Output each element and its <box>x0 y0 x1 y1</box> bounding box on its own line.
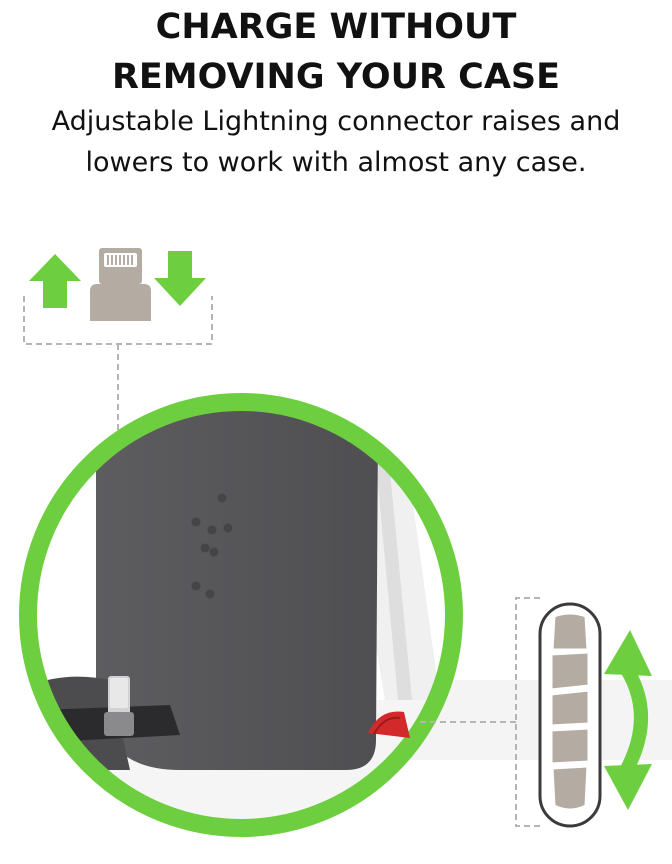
double-curved-arrow-icon <box>604 630 652 810</box>
headline-line-2: REMOVING YOUR CASE <box>111 57 561 97</box>
down-arrow-icon <box>154 251 206 306</box>
wheel-bracket <box>515 597 540 827</box>
connector-diagram <box>23 248 213 672</box>
subtext-line-2: lowers to work with almost any case. <box>85 147 587 178</box>
subtext: Adjustable Lightning connector raises an… <box>0 101 672 183</box>
green-highlight-ring <box>19 393 463 837</box>
wheel-diagram <box>515 597 652 828</box>
headline: CHARGE WITHOUT REMOVING YOUR CASE <box>0 2 672 102</box>
headline-line-1: CHARGE WITHOUT <box>155 7 517 47</box>
dock-lightning-connector <box>104 676 134 736</box>
up-arrow-icon <box>29 254 81 308</box>
lightning-connector-icon <box>90 248 151 321</box>
subtext-line-1: Adjustable Lightning connector raises an… <box>51 106 621 137</box>
